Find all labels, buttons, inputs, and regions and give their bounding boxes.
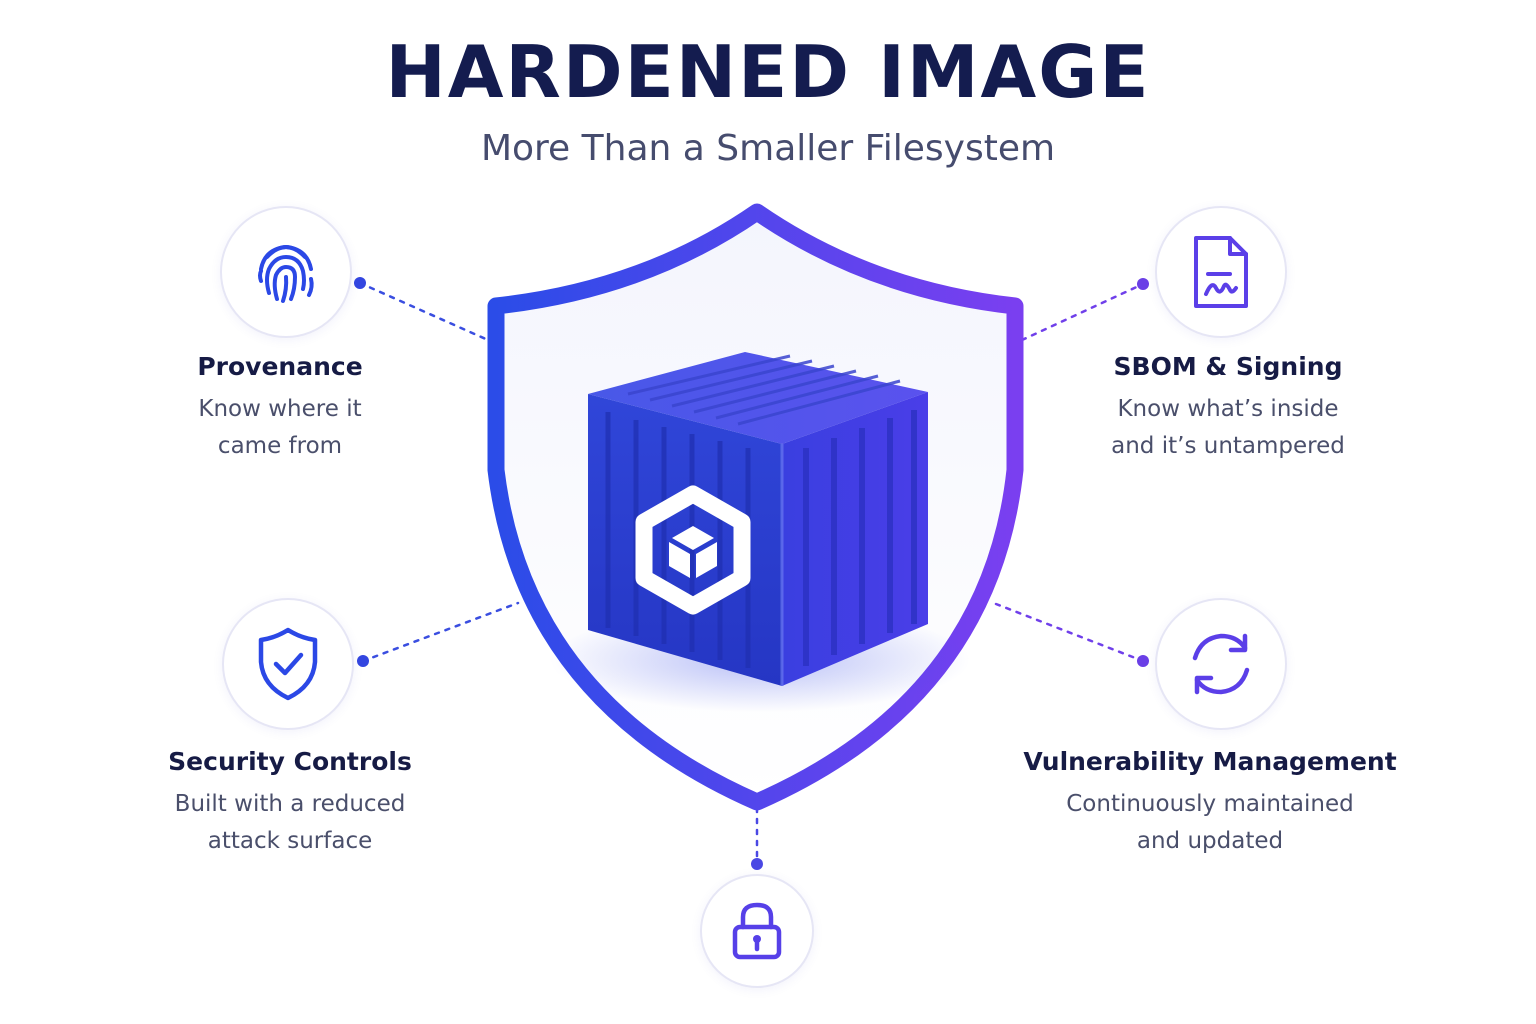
connector-vulnerability	[994, 602, 1149, 667]
feature-title-security: Security Controls	[168, 747, 412, 776]
lock-icon-circle	[700, 874, 814, 988]
feature-desc-security-line2: attack surface	[207, 828, 373, 854]
vulnerability-icon-circle	[1155, 598, 1287, 730]
fingerprint-icon	[258, 244, 314, 303]
security-icon-circle	[222, 598, 354, 730]
feature-vulnerability: Vulnerability Management Continuously ma…	[1020, 747, 1400, 860]
page-subtitle: More Than a Smaller Filesystem	[480, 128, 1056, 169]
feature-desc-vulnerability-line2: and updated	[1136, 828, 1284, 854]
feature-desc-sbom-line2: and it’s untampered	[1111, 433, 1345, 459]
lock-icon	[732, 902, 782, 960]
feature-desc-provenance-line1: Know where it	[198, 396, 362, 422]
page-title: HARDENED IMAGE	[385, 30, 1151, 114]
feature-sbom: SBOM & Signing Know what’s inside and it…	[1068, 352, 1388, 465]
feature-title-vulnerability: Vulnerability Management	[1023, 747, 1397, 776]
cube-badge-icon	[635, 485, 751, 615]
sbom-icon-circle	[1155, 206, 1287, 338]
feature-provenance: Provenance Know where it came from	[140, 352, 420, 465]
connector-sbom	[1020, 278, 1149, 342]
feature-title-sbom: SBOM & Signing	[1113, 352, 1343, 381]
shield-check-icon	[258, 627, 318, 701]
connector-lock	[751, 806, 763, 870]
feature-desc-provenance-line2: came from	[217, 433, 343, 459]
connector-security	[357, 601, 520, 667]
feature-security: Security Controls Built with a reduced a…	[130, 747, 450, 860]
feature-desc-sbom-line1: Know what’s inside	[1117, 396, 1339, 422]
signed-document-icon	[1194, 236, 1248, 308]
feature-desc-security-line1: Built with a reduced	[174, 791, 406, 817]
provenance-icon-circle	[220, 206, 352, 338]
feature-title-provenance: Provenance	[197, 352, 363, 381]
connector-provenance	[354, 277, 490, 342]
refresh-icon	[1192, 633, 1250, 695]
feature-desc-vulnerability-line1: Continuously maintained	[1066, 791, 1354, 817]
